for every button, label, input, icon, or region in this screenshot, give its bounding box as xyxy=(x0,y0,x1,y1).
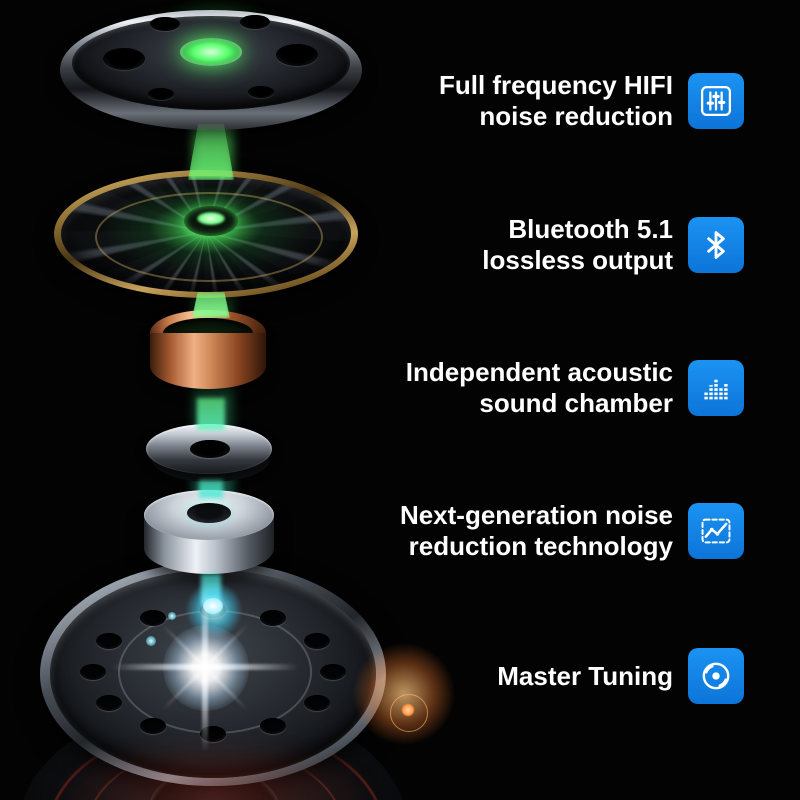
feature-label: Next-generation noise reduction technolo… xyxy=(400,500,673,562)
top-cover-hole xyxy=(248,86,274,98)
cyan-spark xyxy=(168,612,176,620)
top-cover-hole xyxy=(240,15,270,29)
beam-segment xyxy=(192,292,230,318)
feature-icon-badge xyxy=(688,503,744,559)
feature-line: Bluetooth 5.1 xyxy=(508,214,673,244)
feature-row-bluetooth: Bluetooth 5.1 lossless output xyxy=(482,214,744,276)
feature-line: sound chamber xyxy=(479,388,673,418)
red-glow xyxy=(50,736,380,800)
cyan-spark xyxy=(146,636,156,646)
feature-icon-badge xyxy=(688,73,744,129)
warm-flare-ring xyxy=(390,694,428,732)
feature-label: Master Tuning xyxy=(497,661,673,692)
feature-row-hifi: Full frequency HIFI noise reduction xyxy=(439,70,744,132)
feature-icon-badge xyxy=(688,648,744,704)
warm-flare-dot xyxy=(402,704,414,716)
feature-icon-badge xyxy=(688,217,744,273)
feature-line: Independent acoustic xyxy=(405,357,673,387)
feature-line: reduction technology xyxy=(408,531,673,561)
basket-hole xyxy=(320,664,346,680)
basket-hole xyxy=(140,718,166,734)
basket-hole xyxy=(96,695,122,711)
washer-hole xyxy=(190,440,230,458)
top-cover-hole xyxy=(150,17,180,31)
copper-voice-coil xyxy=(150,333,266,389)
equalizer-sliders-icon xyxy=(700,85,732,117)
basket-hole xyxy=(260,718,286,734)
feature-line: Full frequency HIFI xyxy=(438,70,673,100)
magnet-hole xyxy=(187,503,231,523)
basket-hole xyxy=(260,610,286,626)
white-lens-flare xyxy=(163,625,249,711)
cyan-glow-core xyxy=(203,598,223,614)
feature-line: Next-generation noise xyxy=(399,500,673,530)
top-cover-hole xyxy=(148,88,174,100)
basket-hole xyxy=(96,633,122,649)
feature-line: lossless output xyxy=(482,245,673,275)
top-cover-center-hole-glow xyxy=(180,38,242,66)
top-cover-hole xyxy=(103,48,145,70)
feature-row-noise-reduction: Next-generation noise reduction technolo… xyxy=(400,500,744,562)
beam-segment xyxy=(197,398,225,430)
feature-row-acoustic-chamber: Independent acoustic sound chamber xyxy=(406,357,744,419)
feature-label: Independent acoustic sound chamber xyxy=(406,357,673,419)
beam-segment xyxy=(199,480,223,498)
basket-hole xyxy=(304,695,330,711)
basket-hole xyxy=(304,633,330,649)
feature-row-master-tuning: Master Tuning xyxy=(497,648,744,704)
basket-hole xyxy=(80,664,106,680)
feature-icon-badge xyxy=(688,360,744,416)
top-cover-hole xyxy=(276,44,318,66)
noise-reduction-chart-icon xyxy=(701,518,731,544)
equalizer-bars-icon xyxy=(704,378,728,400)
feature-label: Full frequency HIFI noise reduction xyxy=(439,70,673,132)
feature-label: Bluetooth 5.1 lossless output xyxy=(482,214,673,276)
diaphragm-inner-ring xyxy=(95,192,323,282)
bluetooth-icon xyxy=(707,231,725,259)
diaphragm-hub-glow xyxy=(197,212,225,225)
feature-line: noise reduction xyxy=(479,101,673,131)
master-tuning-disc-icon xyxy=(702,662,730,690)
feature-line: Master Tuning xyxy=(497,660,673,691)
basket-hole xyxy=(140,610,166,626)
